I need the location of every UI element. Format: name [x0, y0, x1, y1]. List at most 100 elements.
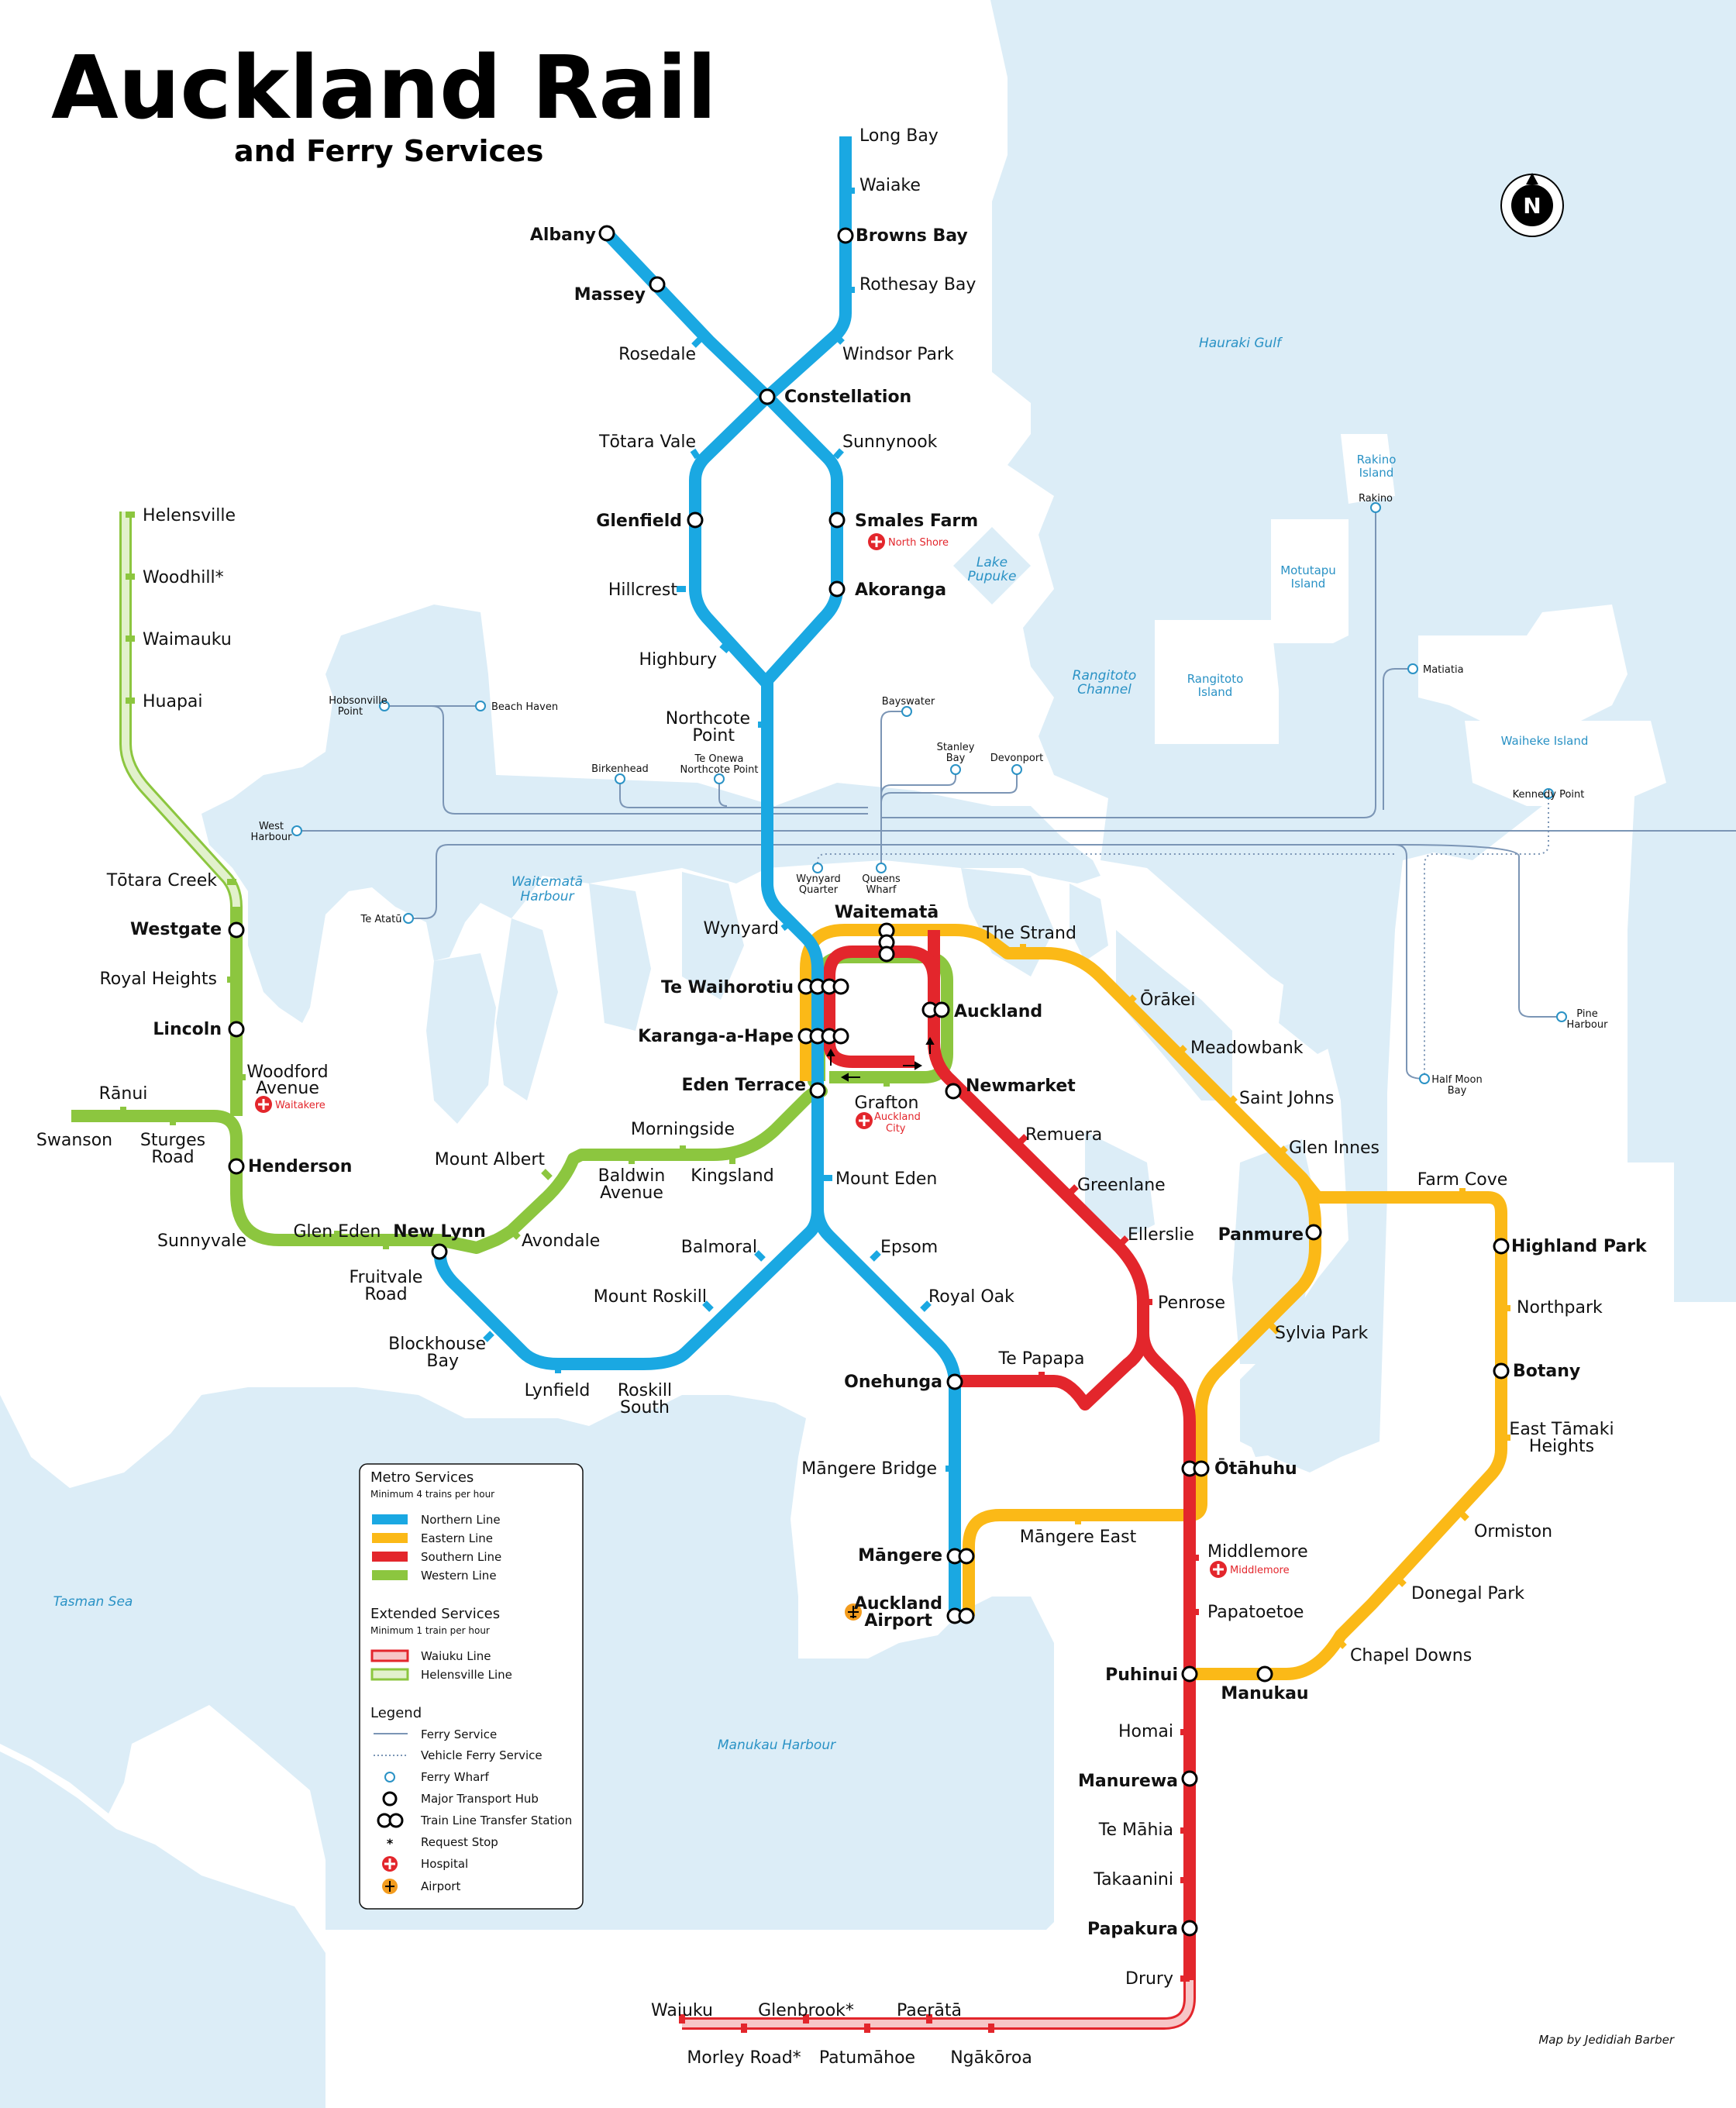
label-panmure: Panmure: [1218, 1225, 1304, 1245]
label-swanson: Swanson: [36, 1131, 112, 1150]
arrow-left-icon-head: [840, 1073, 849, 1082]
transfer-station-icon: [797, 1028, 849, 1045]
label-remuera: Remuera: [1025, 1125, 1102, 1145]
legend-swatch-waiuku: [370, 1649, 409, 1662]
label-royal-heights: Royal Heights: [99, 970, 217, 989]
label-grafton: Grafton: [855, 1094, 919, 1113]
label-woodford-2: Avenue: [256, 1079, 319, 1098]
label-waiake: Waiake: [859, 176, 921, 195]
hub-icon: [1493, 1362, 1510, 1380]
label-massey: Massey: [574, 285, 646, 305]
transfer-station-icon: [797, 978, 849, 995]
transfer-station-icon: [946, 1607, 975, 1624]
northern-line-busway-loop: [689, 392, 843, 688]
station-tick: [691, 336, 703, 348]
waiuku-line-inner: [682, 1980, 1194, 2027]
station-tick: [833, 333, 845, 345]
hub-icon: [431, 1243, 448, 1260]
station-tick: [541, 1169, 553, 1180]
hospital-icon-north-shore: [868, 533, 885, 550]
label-totara-creek: Tōtara Creek: [106, 871, 218, 890]
ferry-label-half-moon-bay-2: Bay: [1448, 1085, 1467, 1097]
label-east-tamaki-1: East Tāmaki: [1509, 1420, 1614, 1439]
transfer-circle: [832, 1028, 849, 1045]
label-waitemata-harbour-2: Harbour: [520, 889, 574, 904]
label-woodford-1: Woodford: [246, 1063, 328, 1082]
label-wynyard: Wynyard: [704, 919, 779, 939]
label-lake-pupuke-1: Lake: [976, 555, 1008, 570]
legend-hospital: Hospital: [421, 1857, 468, 1871]
label-rangitoto-channel-1: Rangitoto: [1073, 668, 1137, 684]
label-constellation: Constellation: [784, 388, 911, 407]
label-glenbrook: Glenbrook*: [758, 2001, 854, 2020]
hub-icon: [1181, 1770, 1198, 1787]
label-woodhill: Woodhill*: [143, 568, 224, 587]
legend-box: [359, 1463, 584, 1910]
station-tick: [1125, 994, 1137, 1006]
hub-icon: [598, 225, 615, 242]
hub-icon: [828, 512, 846, 529]
map-credit: Map by Jedidiah Barber: [1538, 2033, 1674, 2047]
label-waitemata: Waitematā: [835, 903, 939, 922]
legend-swatch-northern: [372, 1514, 408, 1524]
label-motutapu-island-1: Motutapu: [1280, 563, 1336, 577]
label-blockhouse-bay-2: Bay: [426, 1352, 459, 1371]
transfer-circle: [1193, 1460, 1210, 1477]
station-tick: [920, 1300, 932, 1312]
label-glen-eden: Glen Eden: [294, 1222, 381, 1242]
ferry-label-rakino: Rakino: [1359, 493, 1393, 505]
ferry-wharf-icon: [1419, 1073, 1430, 1084]
label-totara-vale: Tōtara Vale: [598, 432, 696, 452]
station-tick: [780, 919, 793, 932]
legend-ext-sub: Minimum 1 train per hour: [370, 1625, 490, 1636]
legend-airport-icon: [382, 1879, 398, 1894]
label-airport-1: Auckland: [854, 1594, 942, 1614]
label-ngakoroa: Ngākōroa: [950, 2048, 1032, 2068]
label-westgate: Westgate: [130, 920, 222, 939]
legend-waiuku: Waiuku Line: [421, 1649, 491, 1663]
ferry-wharf-icon: [1011, 764, 1022, 775]
western-line-route: [71, 1075, 828, 1254]
label-hauraki-gulf: Hauraki Gulf: [1199, 336, 1283, 351]
label-lynfield: Lynfield: [525, 1381, 591, 1400]
label-onehunga: Onehunga: [844, 1373, 942, 1392]
ferry-label-birkenhead: Birkenhead: [591, 763, 649, 775]
ferry-label-kennedy-point: Kennedy Point: [1513, 789, 1585, 801]
vehicle-ferry-routes: [817, 794, 1549, 1079]
label-the-strand: The Strand: [982, 924, 1076, 943]
label-baldwin-1: Baldwin: [598, 1166, 666, 1186]
arrow-right-icon-head: [914, 1061, 923, 1070]
ferry-route-bayswater: [880, 711, 907, 871]
legend-swatch-helensville: [370, 1668, 409, 1681]
ferry-label-pine-harbour-1: Pine: [1576, 1008, 1597, 1020]
hub-icon: [228, 1158, 245, 1175]
ferry-route-pine-harbour: [1394, 844, 1562, 1018]
ferry-route-birkenhead: [619, 779, 868, 808]
label-auckland: Auckland: [954, 1002, 1042, 1021]
label-rangitoto-island-1: Rangitoto: [1187, 672, 1244, 686]
label-mount-albert: Mount Albert: [435, 1150, 546, 1169]
legend-ferry-wharf: Ferry Wharf: [421, 1770, 489, 1784]
legend-hospital-icon: [382, 1856, 398, 1872]
station-tick: [1276, 1145, 1288, 1157]
legend-western: Western Line: [421, 1569, 497, 1583]
transfer-station-icon: [878, 922, 895, 963]
label-lincoln: Lincoln: [153, 1020, 222, 1039]
station-tick: [690, 448, 701, 460]
label-smales-farm: Smales Farm: [855, 512, 978, 531]
hub-icon: [945, 1083, 962, 1100]
hub-icon: [946, 1373, 963, 1390]
hub-icon: [1305, 1224, 1322, 1241]
ferry-label-west-harbour-1: West: [259, 821, 284, 832]
label-huapai: Huapai: [143, 692, 203, 711]
compass-disc: [1511, 184, 1553, 226]
ferry-label-matiatia: Matiatia: [1423, 664, 1464, 676]
label-east-tamaki-2: Heights: [1529, 1437, 1594, 1456]
cbd-direction-arrows: [826, 1036, 935, 1082]
label-roskill-south-1: Roskill: [618, 1381, 672, 1400]
ferry-label-hobsonville-2: Point: [338, 706, 363, 718]
label-rangitoto-island-2: Island: [1198, 685, 1233, 699]
label-eden-terrace: Eden Terrace: [681, 1076, 806, 1095]
label-saint-johns: Saint Johns: [1239, 1089, 1334, 1108]
